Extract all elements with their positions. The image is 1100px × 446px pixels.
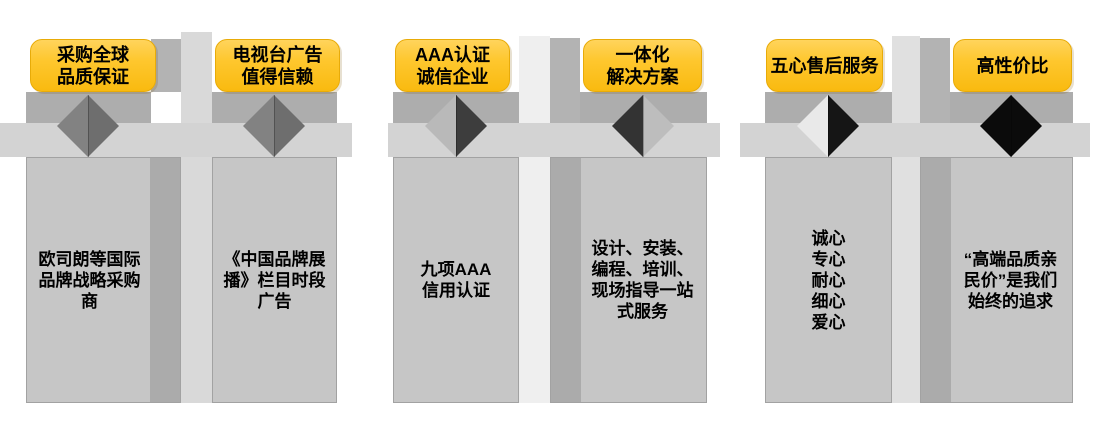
group2-column1-panel: 九项AAA 信用认证 — [393, 157, 519, 403]
group3-column1-body-text: 诚心 专心 耐心 细心 爱心 — [811, 228, 846, 332]
group2-column2-header: 一体化 解决方案 — [583, 39, 702, 92]
group2-column1-body-text: 九项AAA 信用认证 — [420, 260, 492, 300]
group1-gap-strip — [181, 32, 212, 403]
group3-column1-diamond-icon — [797, 95, 859, 157]
group3-column2-body-text: “高端品质亲 民价”是我们 始终的追求 — [963, 249, 1058, 311]
group2-column1-header: AAA认证 诚信企业 — [395, 39, 510, 92]
group1-column2-panel: 《中国品牌展 播》栏目时段 广告 — [212, 157, 337, 403]
group1-column1-body-text: 欧司朗等国际 品牌战略采购 商 — [38, 249, 141, 311]
group1-column1-panel: 欧司朗等国际 品牌战略采购 商 — [26, 157, 181, 403]
group3-column1-header: 五心售后服务 — [766, 39, 883, 92]
group2-side-strip — [550, 38, 580, 123]
diamond-split-line — [643, 95, 644, 157]
diamond-split-line — [456, 95, 457, 157]
group3-column2-header: 高性价比 — [953, 39, 1072, 92]
group1-column2-header: 电视台广告 值得信赖 — [215, 39, 340, 92]
group1-column2-body-text: 《中国品牌展 播》栏目时段 广告 — [223, 249, 326, 311]
group2-column2-panel-side — [551, 158, 581, 402]
group1-column1-header: 采购全球 品质保证 — [30, 39, 156, 92]
group3-column1-panel: 诚心 专心 耐心 细心 爱心 — [765, 157, 892, 403]
group1-side-strip — [151, 39, 181, 92]
group3-column2-panel-side — [921, 158, 951, 402]
diamond-split-line — [1011, 95, 1012, 157]
group1-column1-panel-side — [150, 158, 180, 402]
group1-column1-diamond-icon — [57, 95, 119, 157]
group2-column2-panel: 设计、安装、 编程、培训、 现场指导一站 式服务 — [550, 157, 707, 403]
group3-column2-panel: “高端品质亲 民价”是我们 始终的追求 — [920, 157, 1073, 403]
group3-side-strip — [920, 38, 950, 123]
group2-column2-body-text: 设计、安装、 编程、培训、 现场指导一站 式服务 — [591, 239, 694, 321]
diamond-split-line — [88, 95, 89, 157]
group2-column2-diamond-icon — [612, 95, 674, 157]
group3-column2-diamond-icon — [980, 95, 1042, 157]
diamond-split-line — [274, 95, 275, 157]
group2-gap-strip — [519, 36, 550, 403]
group2-column1-diamond-icon — [425, 95, 487, 157]
group1-column2-diamond-icon — [243, 95, 305, 157]
group3-gap-strip — [892, 36, 920, 403]
diamond-split-line — [828, 95, 829, 157]
